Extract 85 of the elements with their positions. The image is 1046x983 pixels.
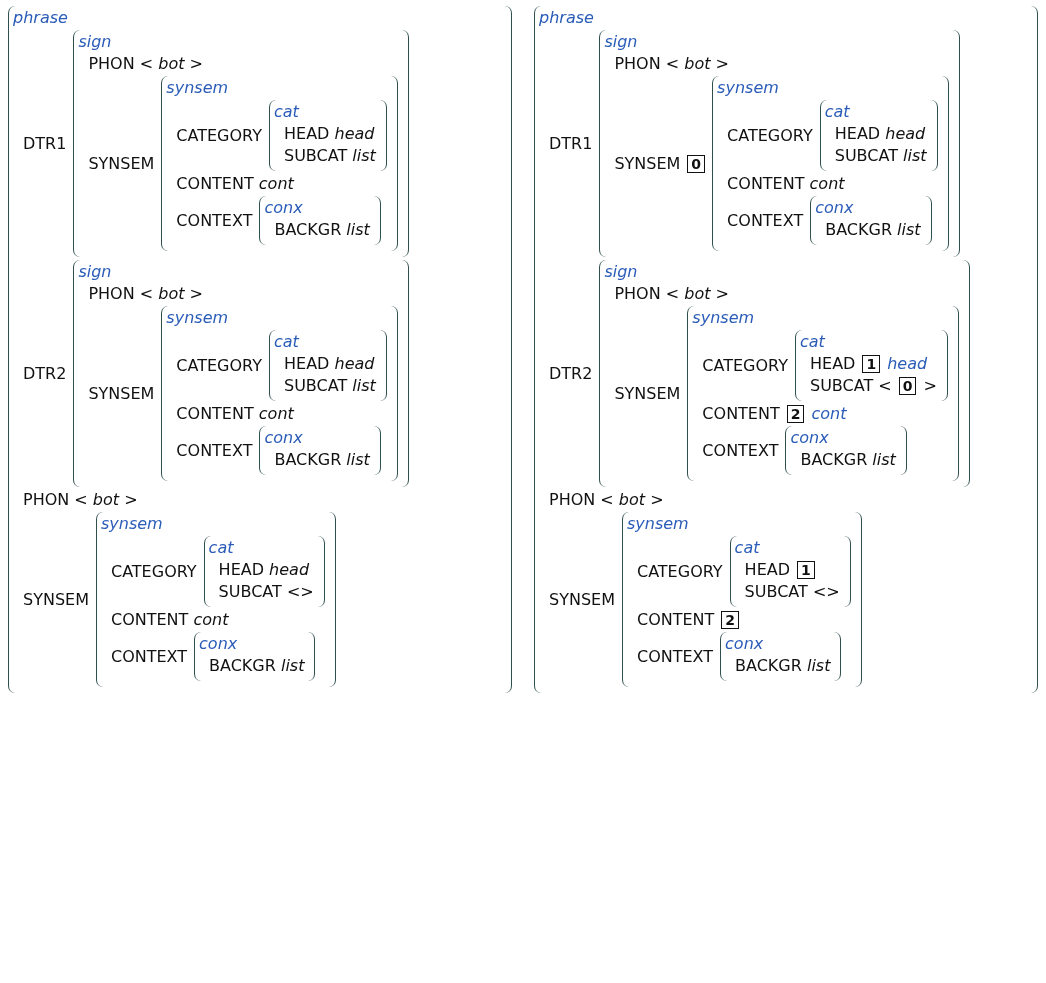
- type-label: sign: [604, 262, 639, 281]
- feature-label: BACKGR list: [800, 450, 896, 469]
- type-label: cat: [800, 332, 827, 351]
- feature-label: BACKGR list: [274, 450, 370, 469]
- type-label: synsem: [166, 308, 230, 327]
- type-label: sign: [78, 32, 113, 51]
- feature-label: SYNSEM: [549, 590, 615, 609]
- feature-label: CONTEXT: [702, 441, 779, 460]
- type-label: conx: [725, 634, 765, 653]
- feature-label: HEAD head: [834, 124, 926, 143]
- feature-label: HEAD: [810, 354, 856, 373]
- feature-label: PHON < bot >: [23, 490, 138, 509]
- type-label: cat: [208, 538, 235, 557]
- type-label: phrase: [13, 8, 69, 27]
- type-label: conx: [815, 198, 855, 217]
- type-label: cont: [811, 404, 847, 423]
- type-label: phrase: [539, 8, 595, 27]
- feature-label: CATEGORY: [176, 126, 262, 145]
- feature-label: PHON < bot >: [614, 54, 729, 73]
- feature-label: BACKGR list: [735, 656, 831, 675]
- type-label: synsem: [692, 308, 756, 327]
- type-label: synsem: [166, 78, 230, 97]
- type-label: sign: [604, 32, 639, 51]
- feature-label: CATEGORY: [702, 356, 788, 375]
- feature-label: DTR1: [23, 134, 67, 153]
- feature-label: CONTENT cont: [110, 610, 229, 629]
- type-label: cat: [824, 102, 851, 121]
- tag-box: 2: [786, 404, 805, 423]
- feature-label: SYNSEM: [614, 384, 681, 403]
- type-label: synsem: [626, 514, 690, 533]
- tag-box: 1: [797, 560, 815, 579]
- feature-label: DTR2: [549, 364, 593, 383]
- type-label: conx: [264, 198, 304, 217]
- feature-label: CONTEXT: [176, 441, 253, 460]
- feature-label: HEAD head: [218, 560, 310, 579]
- type-label: synsem: [717, 78, 780, 97]
- feature-label: SYNSEM: [88, 154, 155, 173]
- type-label: head: [887, 354, 928, 373]
- feature-label: HEAD head: [284, 354, 375, 373]
- feature-label: CONTEXT: [727, 211, 804, 230]
- feature-label: SUBCAT <>: [218, 582, 314, 601]
- feature-label: CONTENT cont: [176, 404, 294, 423]
- feature-label: BACKGR list: [209, 656, 305, 675]
- feature-label: SYNSEM: [88, 384, 155, 403]
- feature-label: CONTENT: [636, 610, 715, 629]
- feature-label: CATEGORY: [727, 126, 813, 145]
- feature-label: HEAD: [744, 560, 790, 579]
- feature-label: CONTEXT: [176, 211, 253, 230]
- feature-label: SUBCAT list: [834, 146, 927, 165]
- feature-label: CATEGORY: [636, 562, 723, 581]
- feature-label: SYNSEM: [614, 154, 681, 173]
- feature-label: DTR2: [23, 364, 67, 383]
- feature-label: PHON < bot >: [88, 284, 203, 303]
- feature-label: CONTENT cont: [727, 174, 845, 193]
- feature-label: DTR1: [549, 134, 593, 153]
- feature-label: SUBCAT <: [810, 376, 892, 395]
- type-label: sign: [78, 262, 113, 281]
- feature-label: PHON < bot >: [614, 284, 729, 303]
- type-label: synsem: [100, 514, 164, 533]
- feature-label: CONTENT cont: [176, 174, 294, 193]
- feature-label: CATEGORY: [176, 356, 262, 375]
- feature-label: CONTEXT: [636, 647, 714, 666]
- feature-label: SUBCAT list: [284, 146, 376, 165]
- feature-label: SUBCAT list: [284, 376, 376, 395]
- tag-box: 0: [687, 154, 706, 173]
- feature-label: CONTEXT: [110, 647, 188, 666]
- type-label: conx: [264, 428, 304, 447]
- type-label: cat: [274, 102, 301, 121]
- feature-label: SUBCAT <>: [744, 582, 840, 601]
- type-label: cat: [734, 538, 761, 557]
- feature-label: BACKGR list: [274, 220, 370, 239]
- type-label: conx: [199, 634, 239, 653]
- feature-label: PHON < bot >: [88, 54, 203, 73]
- feature-label: HEAD head: [284, 124, 375, 143]
- type-label: conx: [790, 428, 830, 447]
- feature-label: CONTENT: [702, 404, 780, 423]
- tag-box: 2: [721, 610, 740, 629]
- feature-label: CATEGORY: [110, 562, 197, 581]
- feature-label: BACKGR list: [825, 220, 921, 239]
- feature-label: SYNSEM: [23, 590, 89, 609]
- tag-box: 0: [898, 376, 917, 395]
- tag-box: 1: [862, 354, 881, 373]
- feature-label: >: [923, 376, 937, 395]
- feature-label: PHON < bot >: [549, 490, 664, 509]
- type-label: cat: [274, 332, 301, 351]
